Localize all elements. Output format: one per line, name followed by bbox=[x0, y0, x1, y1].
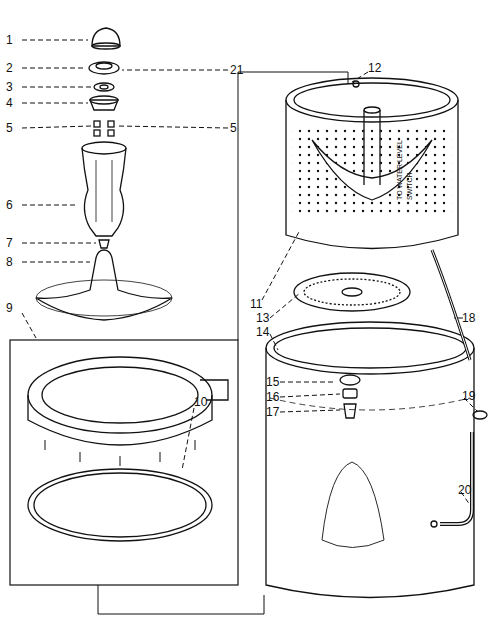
callout-number: 6 bbox=[6, 199, 13, 211]
callout-number: 12 bbox=[368, 62, 381, 74]
note-text: TO WATER LEVEL SWITCH bbox=[395, 138, 415, 200]
callout-number: 11 bbox=[250, 298, 262, 310]
callout-number: 21 bbox=[230, 64, 243, 76]
callout-number: 17 bbox=[266, 406, 279, 418]
callout-number: 1 bbox=[6, 34, 13, 46]
callout-number: 5 bbox=[6, 122, 13, 134]
callout-number: 13 bbox=[256, 312, 269, 324]
callout-number: 10 bbox=[194, 396, 207, 408]
callout-number: 4 bbox=[6, 97, 13, 109]
callout-number: 19 bbox=[462, 390, 475, 402]
callout-number: 14 bbox=[256, 326, 269, 338]
callout-number: 3 bbox=[6, 81, 13, 93]
callout-number: 16 bbox=[266, 391, 279, 403]
callout-number: 9 bbox=[6, 302, 13, 314]
callout-number: 20 bbox=[458, 484, 471, 496]
callout-number: 18 bbox=[462, 312, 475, 324]
callout-number: 7 bbox=[6, 237, 13, 249]
callout-number: 2 bbox=[6, 62, 13, 74]
callout-number: 15 bbox=[266, 376, 279, 388]
callout-number: 8 bbox=[6, 256, 13, 268]
callout-number: 5 bbox=[230, 122, 237, 134]
